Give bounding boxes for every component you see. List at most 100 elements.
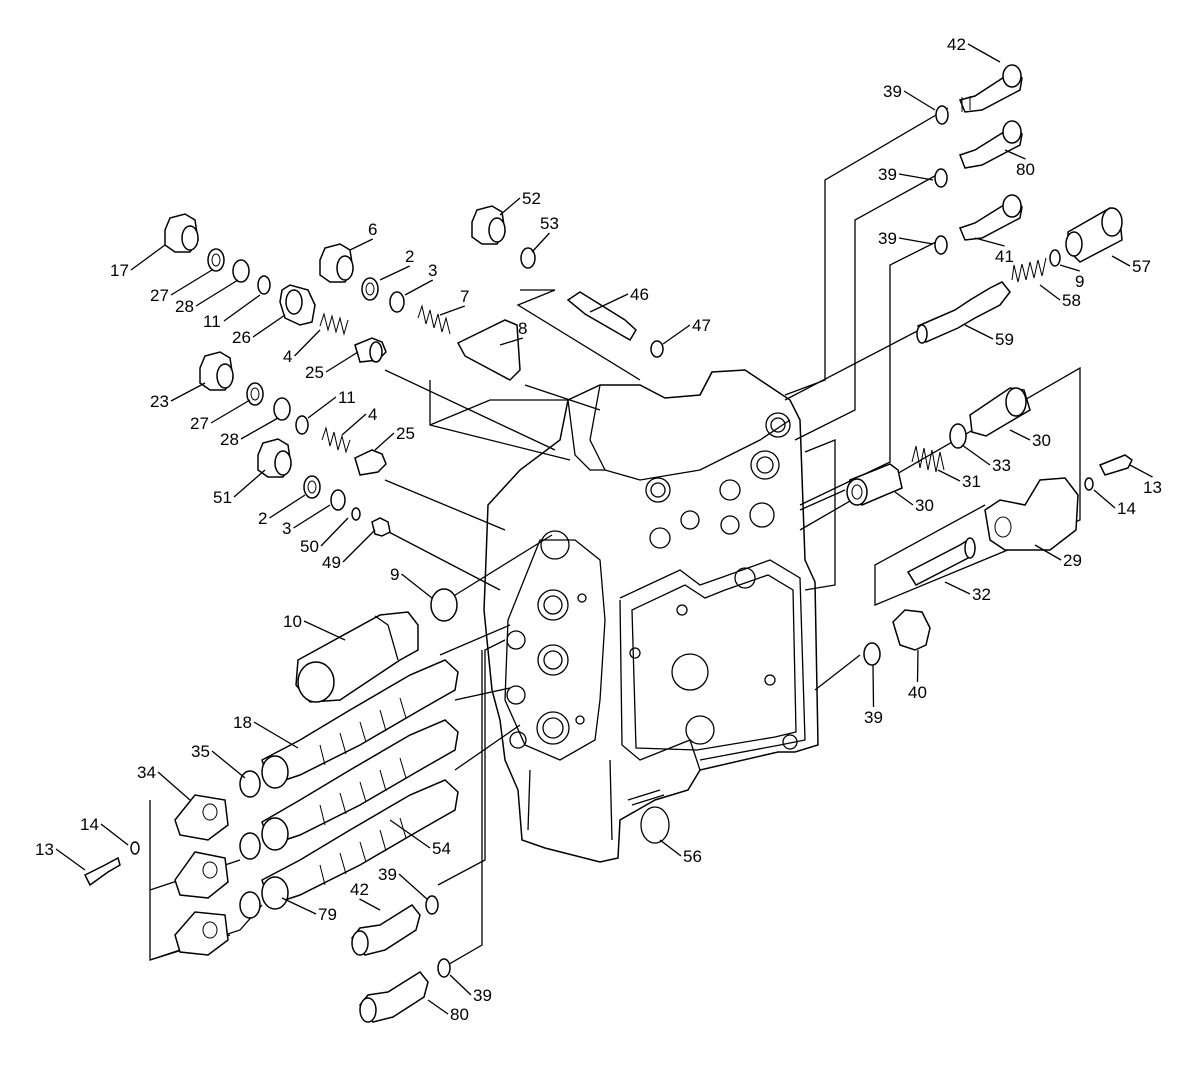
part-label-29: 29	[1063, 551, 1082, 570]
callout-leader-7	[439, 305, 465, 316]
callout-leader-53	[531, 232, 550, 253]
callout-leader-27	[210, 399, 251, 424]
callout-leader-13	[55, 848, 86, 871]
callout-leader-4	[341, 413, 367, 436]
part-label-59: 59	[995, 330, 1014, 349]
part-label-31: 31	[962, 472, 981, 491]
cap-57	[1065, 207, 1123, 263]
callout-leader-9	[1059, 264, 1080, 272]
part-label-51: 51	[213, 488, 232, 507]
cover-29	[984, 477, 1079, 551]
callout-leader-34	[157, 771, 191, 801]
part-label-3: 3	[282, 519, 291, 538]
callout-leader-42	[967, 43, 1001, 63]
callout-leader-52	[499, 197, 521, 216]
callout-leader-28	[240, 417, 279, 440]
part-label-80: 80	[1016, 160, 1035, 179]
part-label-46: 46	[630, 285, 649, 304]
callout-leader-35	[211, 750, 246, 779]
relief-valve-41	[958, 194, 1023, 241]
part-label-57: 57	[1132, 257, 1151, 276]
callout-leader-58	[1039, 284, 1061, 301]
callout-leader-47	[662, 324, 691, 345]
piston-59	[916, 281, 1011, 344]
part-label-28: 28	[220, 430, 239, 449]
callout-leader-2	[269, 494, 306, 519]
part-label-4: 4	[368, 405, 377, 424]
callout-leader-3	[404, 279, 434, 296]
callout-leader-31	[937, 469, 961, 482]
part-label-18: 18	[233, 713, 252, 732]
plugs	[164, 205, 931, 651]
callout-leader-49	[342, 529, 376, 563]
callout-leader-18	[253, 721, 299, 749]
pins	[83, 291, 1133, 887]
part-label-25: 25	[305, 363, 324, 382]
part-label-25: 25	[396, 424, 415, 443]
o-rings	[130, 105, 1094, 978]
callout-leader-39	[903, 90, 936, 111]
part-label-39: 39	[378, 865, 397, 884]
callouts: 4239803941399575859525346471762378272811…	[35, 35, 1162, 1024]
part-label-17: 17	[110, 261, 129, 280]
part-label-11: 11	[203, 312, 221, 331]
callout-leader-39	[898, 237, 934, 245]
callout-leader-9	[401, 573, 433, 599]
part-label-26: 26	[232, 328, 251, 347]
callout-leader-25	[374, 432, 395, 451]
part-label-7: 7	[460, 287, 469, 306]
callout-leader-42	[359, 898, 381, 911]
callout-leader-80	[427, 999, 449, 1015]
axis-lines	[149, 107, 1081, 968]
part-label-30: 30	[1032, 431, 1051, 450]
part-label-8: 8	[518, 319, 527, 338]
part-label-79: 79	[318, 905, 337, 924]
caps-34	[174, 794, 229, 956]
spools	[261, 659, 459, 910]
valve-body	[483, 369, 819, 863]
part-label-14: 14	[80, 815, 99, 834]
callout-leader-40	[916, 649, 919, 683]
callout-leader-39	[872, 664, 875, 708]
callout-leader-10	[303, 620, 346, 641]
part-label-58: 58	[1062, 291, 1081, 310]
spring-58	[1011, 257, 1047, 283]
part-label-47: 47	[692, 316, 711, 335]
part-label-23: 23	[150, 392, 169, 411]
callout-leader-14	[1093, 489, 1116, 509]
callout-leader-13	[1129, 464, 1153, 478]
callout-leader-25	[325, 351, 359, 373]
piston-10	[295, 611, 419, 703]
part-label-42: 42	[350, 880, 369, 899]
part-label-52: 52	[522, 189, 541, 208]
part-label-50: 50	[300, 537, 319, 556]
callout-leader-79	[281, 897, 317, 915]
callout-leader-8	[499, 337, 523, 346]
part-label-10: 10	[283, 612, 302, 631]
part-label-27: 27	[150, 286, 169, 305]
callout-leader-46	[589, 293, 629, 313]
callout-leader-28	[195, 279, 239, 307]
part-label-28: 28	[175, 297, 194, 316]
callout-leader-80	[1004, 149, 1026, 160]
part-label-4: 4	[283, 347, 292, 366]
relief-valves-bottom	[351, 904, 429, 1023]
callout-leader-11	[307, 396, 337, 419]
callout-leader-29	[1034, 544, 1062, 561]
part-label-13: 13	[35, 840, 54, 859]
part-label-33: 33	[992, 456, 1011, 475]
callout-leader-39	[398, 873, 429, 901]
part-label-39: 39	[864, 708, 883, 727]
part-label-2: 2	[258, 509, 267, 528]
callout-leader-41	[974, 237, 1005, 247]
callout-leader-39	[898, 173, 934, 181]
callout-leader-30	[1009, 429, 1031, 441]
relief-valve-80-top	[959, 120, 1023, 169]
part-label-54: 54	[432, 839, 451, 858]
part-label-35: 35	[191, 742, 210, 761]
callout-leader-23	[170, 382, 206, 402]
callout-leader-30	[894, 491, 914, 506]
part-label-13: 13	[1143, 478, 1162, 497]
